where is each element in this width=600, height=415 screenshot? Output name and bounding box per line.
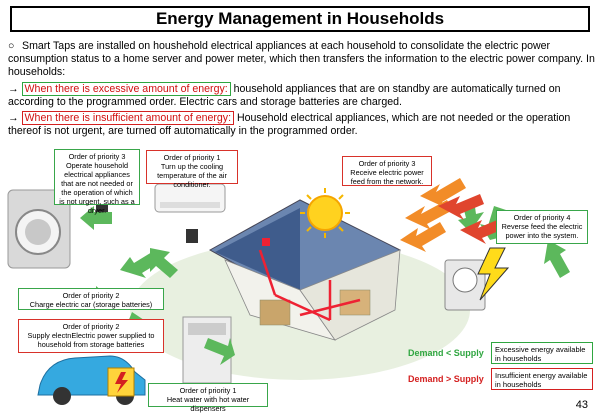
- priority-box-air-conditioner-text: Order of priority 1 Turn up the cooling …: [157, 153, 227, 189]
- power-meter-icon: [444, 247, 510, 311]
- priority-box-charge-car-text: Order of priority 2 Charge electric car …: [29, 291, 153, 309]
- page-title: Energy Management in Households: [10, 6, 590, 32]
- legend-supply-greater-label: Demand < Supply: [408, 348, 484, 358]
- bullet-icon: ○: [8, 40, 15, 52]
- page-number: 43: [575, 399, 588, 411]
- priority-box-dryer-text: Order of priority 3 Operate household el…: [59, 152, 135, 215]
- priority-box-charge-car: Order of priority 2 Charge electric car …: [18, 288, 164, 310]
- control-panel-icon: [186, 229, 198, 243]
- house-illustration: [208, 199, 402, 341]
- arrow-icon: →: [8, 112, 19, 124]
- legend-supply-less-box: Insufficient energy available in househo…: [491, 368, 593, 390]
- condition-insufficient: → When there is insufficient amount of e…: [8, 111, 598, 138]
- condition-excess: → When there is excessive amount of ener…: [8, 82, 598, 109]
- intro-paragraph: ○Smart Taps are installed on houshehold …: [8, 40, 598, 79]
- priority-box-water-heater: Order of priority 1 Heat water with hot …: [148, 383, 268, 413]
- legend-supply-greater-desc: Excessive energy available in households: [495, 345, 586, 363]
- priority-box-supply-battery: Order of priority 2 Supply electnElectri…: [18, 319, 164, 353]
- red-arrows: [438, 194, 506, 244]
- priority-box-network: Order of priority 3 Receive electric pow…: [342, 156, 432, 186]
- legend-supply-less-label: Demand > Supply: [408, 374, 484, 384]
- sun-icon: [300, 188, 350, 238]
- legend-supply-greater-box: Excessive energy available in households: [491, 342, 593, 364]
- legend-supply-greater-text: Demand < Supply: [408, 348, 484, 358]
- legend-supply-less-desc: Insufficient energy available in househo…: [495, 371, 588, 389]
- arrow-icon: →: [8, 83, 19, 95]
- washing-machine-icon: [7, 189, 71, 269]
- priority-box-water-heater-text: Order of priority 1 Heat water with hot …: [166, 386, 250, 413]
- priority-box-air-conditioner: Order of priority 1 Turn up the cooling …: [146, 150, 238, 189]
- priority-box-dryer: Order of priority 3 Operate household el…: [54, 149, 140, 215]
- condition-insufficient-text: Household electrical appliances, which a…: [8, 112, 571, 137]
- priority-box-reverse-feed: Order of priority 4 Reverse feed the ele…: [496, 210, 588, 244]
- priority-box-network-text: Order of priority 3 Receive electric pow…: [350, 159, 424, 186]
- condition-excess-text: household appliances that are on standby…: [8, 83, 561, 108]
- intro-text: Smart Taps are installed on houshehold e…: [8, 40, 595, 78]
- legend-supply-less-text: Demand > Supply: [408, 374, 484, 384]
- priority-box-reverse-feed-text: Order of priority 4 Reverse feed the ele…: [501, 213, 583, 240]
- priority-box-supply-battery-text: Order of priority 2 Supply electnElectri…: [27, 322, 155, 349]
- battery-icon: [107, 367, 135, 397]
- condition-insufficient-highlight: When there is insufficient amount of ene…: [21, 111, 235, 125]
- air-conditioner-icon: [154, 183, 226, 213]
- condition-excess-highlight: When there is excessive amount of energy…: [21, 82, 231, 96]
